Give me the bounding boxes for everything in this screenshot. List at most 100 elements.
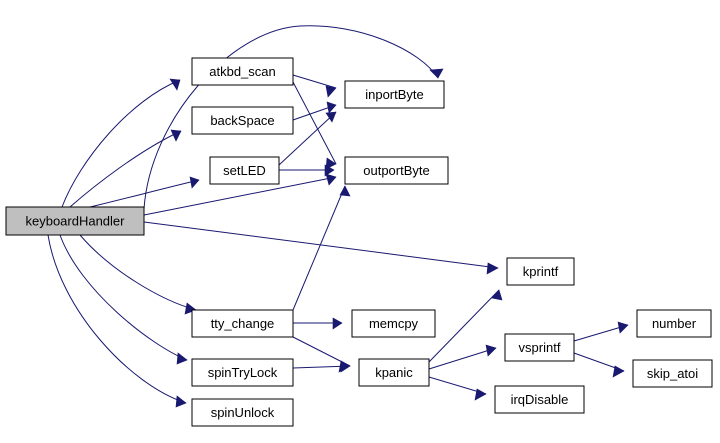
arrowhead-icon bbox=[325, 173, 337, 186]
graph-node-inportByte[interactable]: inportByte bbox=[344, 80, 445, 109]
edge-tty_change-to-memcpy bbox=[293, 317, 343, 330]
node-box[interactable] bbox=[358, 358, 430, 387]
edge-setLED-to-outportByte bbox=[279, 164, 335, 177]
graph-node-outportByte[interactable]: outportByte bbox=[344, 156, 449, 185]
edge-layer bbox=[47, 25, 629, 408]
arrowhead-icon bbox=[324, 164, 335, 177]
graph-node-skip_atoi[interactable]: skip_atoi bbox=[632, 359, 713, 388]
node-label: atkbd_scan bbox=[209, 64, 276, 79]
edge-line bbox=[278, 111, 337, 166]
node-label: outportByte bbox=[363, 163, 430, 178]
arrowhead-icon bbox=[325, 157, 337, 170]
graph-node-keyboardHandler[interactable]: keyboardHandler bbox=[5, 206, 145, 236]
edge-keyboardHandler-to-spinUnlock bbox=[47, 234, 187, 408]
edge-line bbox=[47, 234, 187, 404]
edge-line bbox=[61, 79, 181, 208]
node-box[interactable] bbox=[191, 57, 294, 86]
edge-atkbd_scan-to-inportByte bbox=[292, 74, 337, 98]
edge-kpanic-to-kprintf bbox=[428, 289, 503, 363]
graph-node-backSpace[interactable]: backSpace bbox=[191, 106, 294, 135]
arrowhead-icon bbox=[325, 85, 337, 98]
edge-kpanic-to-irqDisable bbox=[428, 376, 487, 401]
node-label: spinUnlock bbox=[211, 405, 275, 420]
edge-vsprintf-to-number bbox=[573, 321, 629, 342]
arrowhead-icon bbox=[486, 262, 499, 275]
edge-line bbox=[79, 234, 197, 311]
edge-line bbox=[59, 234, 188, 361]
node-box[interactable] bbox=[191, 358, 294, 387]
edge-line bbox=[292, 336, 351, 367]
node-layer: keyboardHandler atkbd_scan backSpace setLED… bbox=[5, 57, 713, 427]
node-box[interactable] bbox=[209, 156, 280, 185]
arrowhead-icon bbox=[339, 185, 351, 197]
edge-keyboardHandler-to-outportByte bbox=[143, 173, 337, 216]
graph-node-atkbd_scan[interactable]: atkbd_scan bbox=[191, 57, 294, 86]
arrowhead-icon bbox=[189, 176, 200, 189]
arrowhead-icon bbox=[474, 388, 487, 401]
edge-line bbox=[428, 347, 497, 370]
node-box[interactable] bbox=[5, 206, 145, 236]
arrowhead-icon bbox=[332, 317, 343, 330]
node-label: inportByte bbox=[365, 87, 424, 102]
edge-keyboardHandler-to-inportByte bbox=[143, 25, 444, 210]
node-label: skip_atoi bbox=[647, 366, 698, 381]
node-label: kprintf bbox=[523, 264, 559, 279]
graph-node-setLED[interactable]: setLED bbox=[209, 156, 280, 185]
node-label: tty_change bbox=[211, 316, 275, 331]
arrowhead-icon bbox=[491, 289, 503, 301]
arrowhead-icon bbox=[612, 365, 625, 378]
graph-node-irqDisable[interactable]: irqDisable bbox=[494, 385, 585, 414]
node-box[interactable] bbox=[351, 309, 436, 338]
graph-node-tty_change[interactable]: tty_change bbox=[191, 309, 294, 338]
graph-node-memcpy[interactable]: memcpy bbox=[351, 309, 436, 338]
edge-tty_change-to-outportByte bbox=[292, 185, 351, 311]
arrowhead-icon bbox=[169, 78, 181, 91]
node-box[interactable] bbox=[632, 359, 713, 388]
edge-atkbd_scan-to-outportByte bbox=[292, 81, 337, 170]
edge-line bbox=[292, 74, 337, 89]
arrowhead-icon bbox=[325, 111, 337, 123]
arrowhead-icon bbox=[326, 101, 337, 114]
node-box[interactable] bbox=[504, 333, 575, 362]
edge-spinTryLock-to-kpanic bbox=[292, 360, 351, 373]
node-label: spinTryLock bbox=[208, 365, 278, 380]
node-label: backSpace bbox=[210, 113, 274, 128]
node-box[interactable] bbox=[191, 106, 294, 135]
graph-node-vsprintf[interactable]: vsprintf bbox=[504, 333, 575, 362]
graph-node-kpanic[interactable]: kpanic bbox=[358, 358, 430, 387]
edge-vsprintf-to-skip_atoi bbox=[573, 352, 625, 378]
edge-kpanic-to-vsprintf bbox=[428, 344, 497, 370]
arrowhead-icon bbox=[429, 68, 444, 79]
node-label: vsprintf bbox=[519, 340, 561, 355]
edge-line bbox=[292, 185, 346, 311]
edge-keyboardHandler-to-setLED bbox=[89, 176, 200, 208]
edge-keyboardHandler-to-kprintf bbox=[143, 221, 499, 275]
node-box[interactable] bbox=[636, 309, 712, 338]
node-label: number bbox=[652, 316, 697, 331]
node-box[interactable] bbox=[191, 398, 294, 427]
node-box[interactable] bbox=[191, 309, 294, 338]
edge-keyboardHandler-to-atkbd_scan bbox=[61, 78, 181, 208]
graph-node-spinUnlock[interactable]: spinUnlock bbox=[191, 398, 294, 427]
node-box[interactable] bbox=[506, 257, 575, 286]
node-box[interactable] bbox=[344, 80, 445, 109]
node-box[interactable] bbox=[344, 156, 449, 185]
node-box[interactable] bbox=[494, 385, 585, 414]
edge-line bbox=[143, 221, 499, 269]
node-label: kpanic bbox=[375, 365, 413, 380]
graph-node-number[interactable]: number bbox=[636, 309, 712, 338]
node-label: setLED bbox=[223, 163, 266, 178]
arrowhead-icon bbox=[184, 302, 197, 315]
edge-keyboardHandler-to-tty_change bbox=[79, 234, 197, 315]
edge-keyboardHandler-to-backSpace bbox=[69, 129, 182, 208]
arrowhead-icon bbox=[340, 360, 351, 373]
node-label: memcpy bbox=[369, 316, 419, 331]
edge-line bbox=[143, 176, 337, 216]
edge-setLED-to-inportByte bbox=[278, 111, 337, 166]
edge-backSpace-to-inportByte bbox=[292, 101, 337, 121]
arrowhead-icon bbox=[170, 129, 182, 142]
edge-line bbox=[428, 289, 500, 363]
graph-node-kprintf[interactable]: kprintf bbox=[506, 257, 575, 286]
graph-node-spinTryLock[interactable]: spinTryLock bbox=[191, 358, 294, 387]
